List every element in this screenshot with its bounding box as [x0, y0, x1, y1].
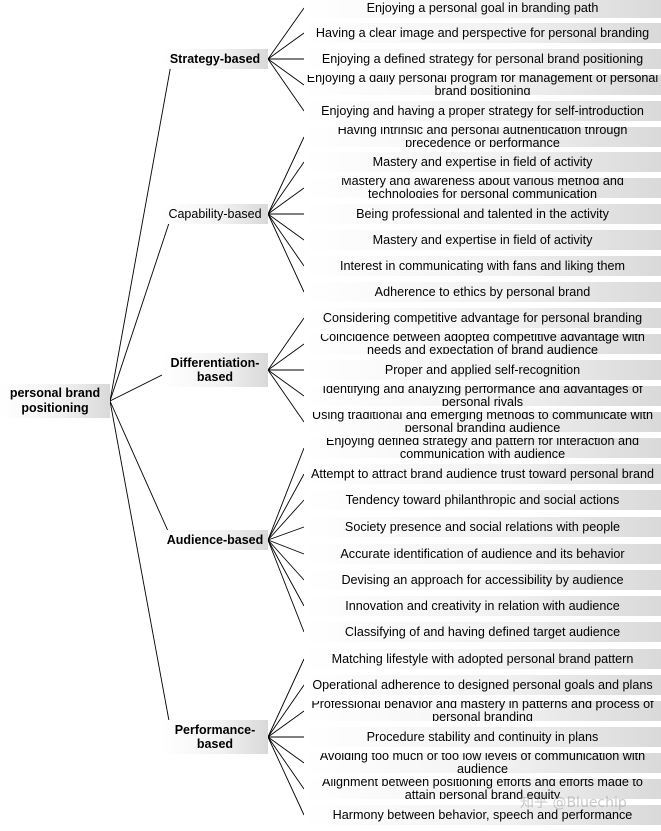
item-node: Having a clear image and perspective for… [304, 23, 661, 43]
category-node: Differentiation-based [162, 353, 268, 387]
item-node: Harmony between behavior, speech and per… [304, 805, 661, 825]
item-node: Classifying of and having defined target… [304, 622, 661, 642]
item-node: Enjoying a personal goal in branding pat… [304, 0, 661, 18]
item-node: Coincidence between adopted competitive … [304, 334, 661, 354]
category-to-item-connector [267, 658, 305, 738]
category-to-item-connector [267, 526, 305, 541]
item-node: Identifying and analyzing performance an… [304, 386, 661, 406]
category-to-item-connector [267, 32, 305, 60]
category-to-item-connector [267, 473, 305, 541]
item-node: Mastery and expertise in field of activi… [304, 152, 661, 172]
category-to-item-connector [267, 369, 305, 397]
category-to-item-connector [267, 736, 305, 816]
category-to-item-connector [267, 7, 305, 60]
item-node: Alignment between positioning efforts an… [304, 779, 661, 799]
item-node: Using traditional and emerging methods t… [304, 412, 661, 432]
item-node: Mastery and awareness about various meth… [304, 178, 661, 198]
item-node: Society presence and social relations wi… [304, 517, 661, 537]
category-to-item-connector [267, 161, 305, 215]
item-node: Proper and applied self-recognition [304, 360, 661, 380]
category-to-item-connector [267, 499, 305, 541]
item-node: Procedure stability and continuity in pl… [304, 727, 661, 747]
item-node: Interest in communicating with fans and … [304, 256, 661, 276]
item-node: Being professional and talented in the a… [304, 204, 661, 224]
category-to-item-connector [267, 343, 305, 371]
category-to-item-connector [267, 136, 305, 215]
category-to-item-connector [267, 684, 305, 738]
category-to-item-connector [267, 58, 305, 112]
root-to-category-connector [109, 58, 173, 402]
item-node: Matching lifestyle with adopted personal… [304, 649, 661, 669]
item-node: Mastery and expertise in field of activi… [304, 230, 661, 250]
category-to-item-connector [267, 187, 305, 215]
category-to-item-connector [267, 736, 305, 764]
category-node: Strategy-based [162, 49, 268, 69]
root-node: personal brand positioning [0, 384, 110, 418]
root-to-category-connector [109, 213, 173, 402]
category-to-item-connector [267, 736, 305, 790]
category-to-item-connector [267, 213, 305, 241]
category-to-item-connector [267, 213, 305, 293]
category-to-item-connector [267, 539, 305, 555]
item-node: Enjoying and having a proper strategy fo… [304, 101, 661, 121]
category-node: Performance-based [162, 720, 268, 754]
category-to-item-connector [267, 447, 305, 541]
item-node: Devising an approach for accessibility b… [304, 570, 661, 590]
item-node: Enjoying a daily personal program for ma… [304, 75, 661, 95]
category-to-item-connector [267, 369, 305, 423]
root-to-category-connector [109, 400, 173, 541]
item-node: Accurate identification of audience and … [304, 544, 661, 564]
category-to-item-connector [267, 710, 305, 738]
category-to-item-connector [267, 317, 305, 371]
item-node: Avoiding too much or too low levels of c… [304, 753, 661, 773]
watermark: 知乎 @Bluechip [520, 795, 627, 811]
item-node: Having intrinsic and personal authentica… [304, 127, 661, 147]
item-node: Tendency toward philanthropic and social… [304, 490, 661, 510]
category-node: Capability-based [162, 204, 268, 224]
item-node: Operational adherence to designed person… [304, 675, 661, 695]
item-node: Innovation and creativity in relation wi… [304, 596, 661, 616]
category-node: Audience-based [162, 530, 268, 550]
item-node: Enjoying a defined strategy for personal… [304, 49, 661, 69]
category-to-item-connector [267, 58, 305, 86]
category-to-item-connector [267, 539, 305, 581]
category-to-item-connector [267, 539, 305, 607]
item-node: Enjoying defined strategy and pattern fo… [304, 438, 661, 458]
item-node: Considering competitive advantage for pe… [304, 308, 661, 328]
item-node: Adherence to ethics by personal brand [304, 282, 661, 302]
category-to-item-connector [267, 539, 305, 633]
item-node: Attempt to attract brand audience trust … [304, 464, 661, 484]
root-to-category-connector [109, 400, 173, 738]
item-node: Professional behavior and mastery in pat… [304, 701, 661, 721]
root-to-category-connector [109, 369, 173, 402]
category-to-item-connector [267, 213, 305, 267]
